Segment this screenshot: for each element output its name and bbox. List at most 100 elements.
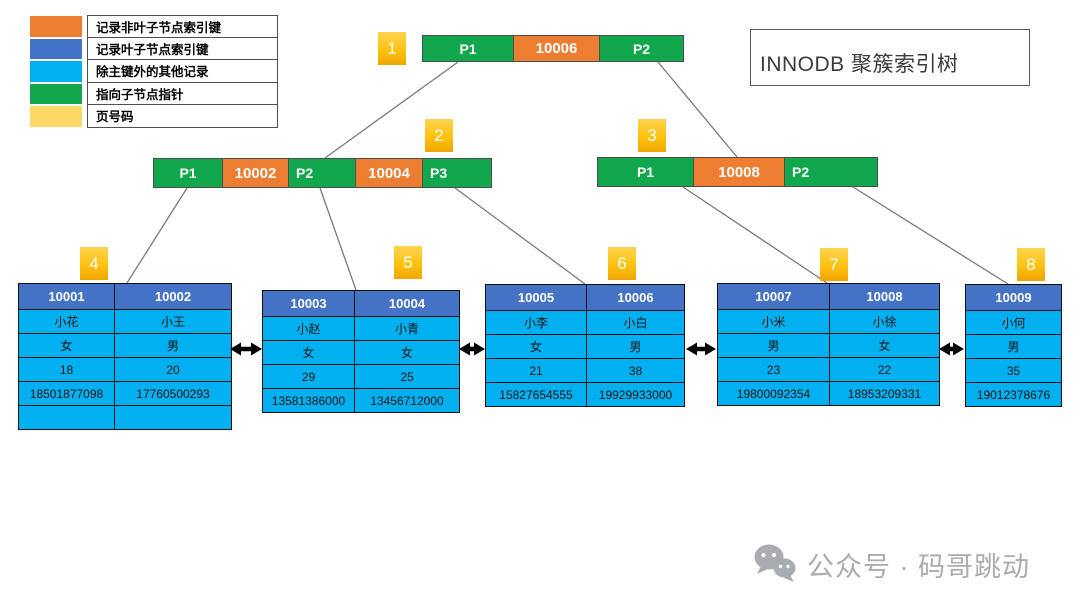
child-pointer-cell-P1: P1 [598,158,693,186]
primary-key-cell: 10008 [829,284,939,309]
legend-row: 记录非叶子节点索引键 [30,15,278,38]
page-number-badge-8: 8 [1017,248,1045,281]
watermark-text: 公众号 · 码哥跳动 [807,551,1030,582]
record-value-cell: 19929933000 [586,383,684,406]
connector-page2-p1-to-page4 [126,187,188,284]
primary-key-cell: 10005 [486,285,586,310]
connector-page2-p2-to-page5 [319,187,357,291]
page-number-badge-6: 6 [608,247,636,280]
page-number-badge-4: 4 [80,247,108,280]
record-value-cell: 13456712000 [354,389,459,412]
child-pointer-cell-P2: P2 [288,159,355,187]
diagram-title-box: INNODB 聚簇索引树 [750,29,1030,86]
index-key-cell-10008: 10008 [693,158,784,186]
primary-key-cell: 10004 [354,291,459,316]
record-value-cell: 19800092354 [718,382,829,405]
leaf-record-row: 女男 [486,334,684,358]
leaf-record-row: 女女 [263,340,459,364]
record-value-cell: 15827654555 [486,383,586,406]
primary-key-cell: 10002 [114,284,231,309]
record-value-cell [114,406,231,429]
index-key-cell-10006: 10006 [513,36,599,61]
record-value-cell [19,406,114,429]
legend-row: 除主键外的其他记录 [30,59,278,83]
record-value-cell: 22 [829,358,939,381]
record-value-cell: 女 [19,334,114,357]
leaf-record-row: 男 [966,334,1061,358]
leaf-link-arrow-7-8 [939,342,964,356]
record-value-cell: 小白 [586,311,684,334]
leaf-record-row: 小何 [966,310,1061,334]
leaf-link-arrow-5-6 [459,342,485,356]
record-value-cell: 21 [486,359,586,382]
diagram-title: INNODB 聚簇索引树 [760,53,959,76]
legend-color-swatch [30,83,82,104]
record-value-cell: 小何 [966,311,1061,334]
record-value-cell: 男 [114,334,231,357]
record-value-cell: 38 [586,359,684,382]
record-value-cell: 25 [354,365,459,388]
connector-page2-p3-to-page6 [454,187,586,285]
record-value-cell: 13581386000 [263,389,354,412]
page-number-badge-5: 5 [394,246,422,279]
page-number-badge-7: 7 [820,248,848,281]
record-value-cell: 女 [263,341,354,364]
primary-key-cell: 10003 [263,291,354,316]
connector-root-p2-to-page3 [657,61,738,158]
record-value-cell: 女 [486,335,586,358]
child-pointer-cell-P2: P2 [599,36,683,61]
legend-row: 指向子节点指针 [30,81,278,105]
legend-color-swatch [30,38,82,59]
primary-key-cell: 10009 [966,285,1061,310]
child-pointer-cell-P3: P3 [422,159,491,187]
primary-key-cell: 10007 [718,284,829,309]
leaf-record-row: 小花小王 [19,309,231,333]
legend-label: 记录叶子节点索引键 [87,36,278,60]
legend-label: 页号码 [87,104,278,128]
record-value-cell: 小花 [19,310,114,333]
record-value-cell: 20 [114,358,231,381]
leaf-link-arrow-6-7 [686,342,716,356]
record-value-cell: 18 [19,358,114,381]
leaf-record-row: 19012378676 [966,382,1061,406]
leaf-record-row: 35 [966,358,1061,382]
index-key-cell-10004: 10004 [355,159,422,187]
record-value-cell: 18501877098 [19,382,114,405]
legend-color-swatch [30,16,82,37]
record-value-cell: 小青 [354,317,459,340]
leaf-record-row [19,405,231,429]
record-value-cell: 男 [586,335,684,358]
record-value-cell: 17760500293 [114,382,231,405]
leaf-link-arrow-4-5 [230,342,262,356]
legend-row: 页号码 [30,104,278,128]
wechat-icon [754,544,796,582]
legend: 记录非叶子节点索引键记录叶子节点索引键除主键外的其他记录指向子节点指针页号码 [30,15,278,128]
legend-color-swatch [30,61,82,82]
legend-row: 记录叶子节点索引键 [30,36,278,60]
record-value-cell: 小米 [718,310,829,333]
record-value-cell: 29 [263,365,354,388]
connector-page3-p2-to-page8 [852,186,1009,285]
leaf-record-row: 男女 [718,333,939,357]
primary-key-cell: 10006 [586,285,684,310]
child-pointer-cell-P2: P2 [784,158,877,186]
record-value-cell: 23 [718,358,829,381]
